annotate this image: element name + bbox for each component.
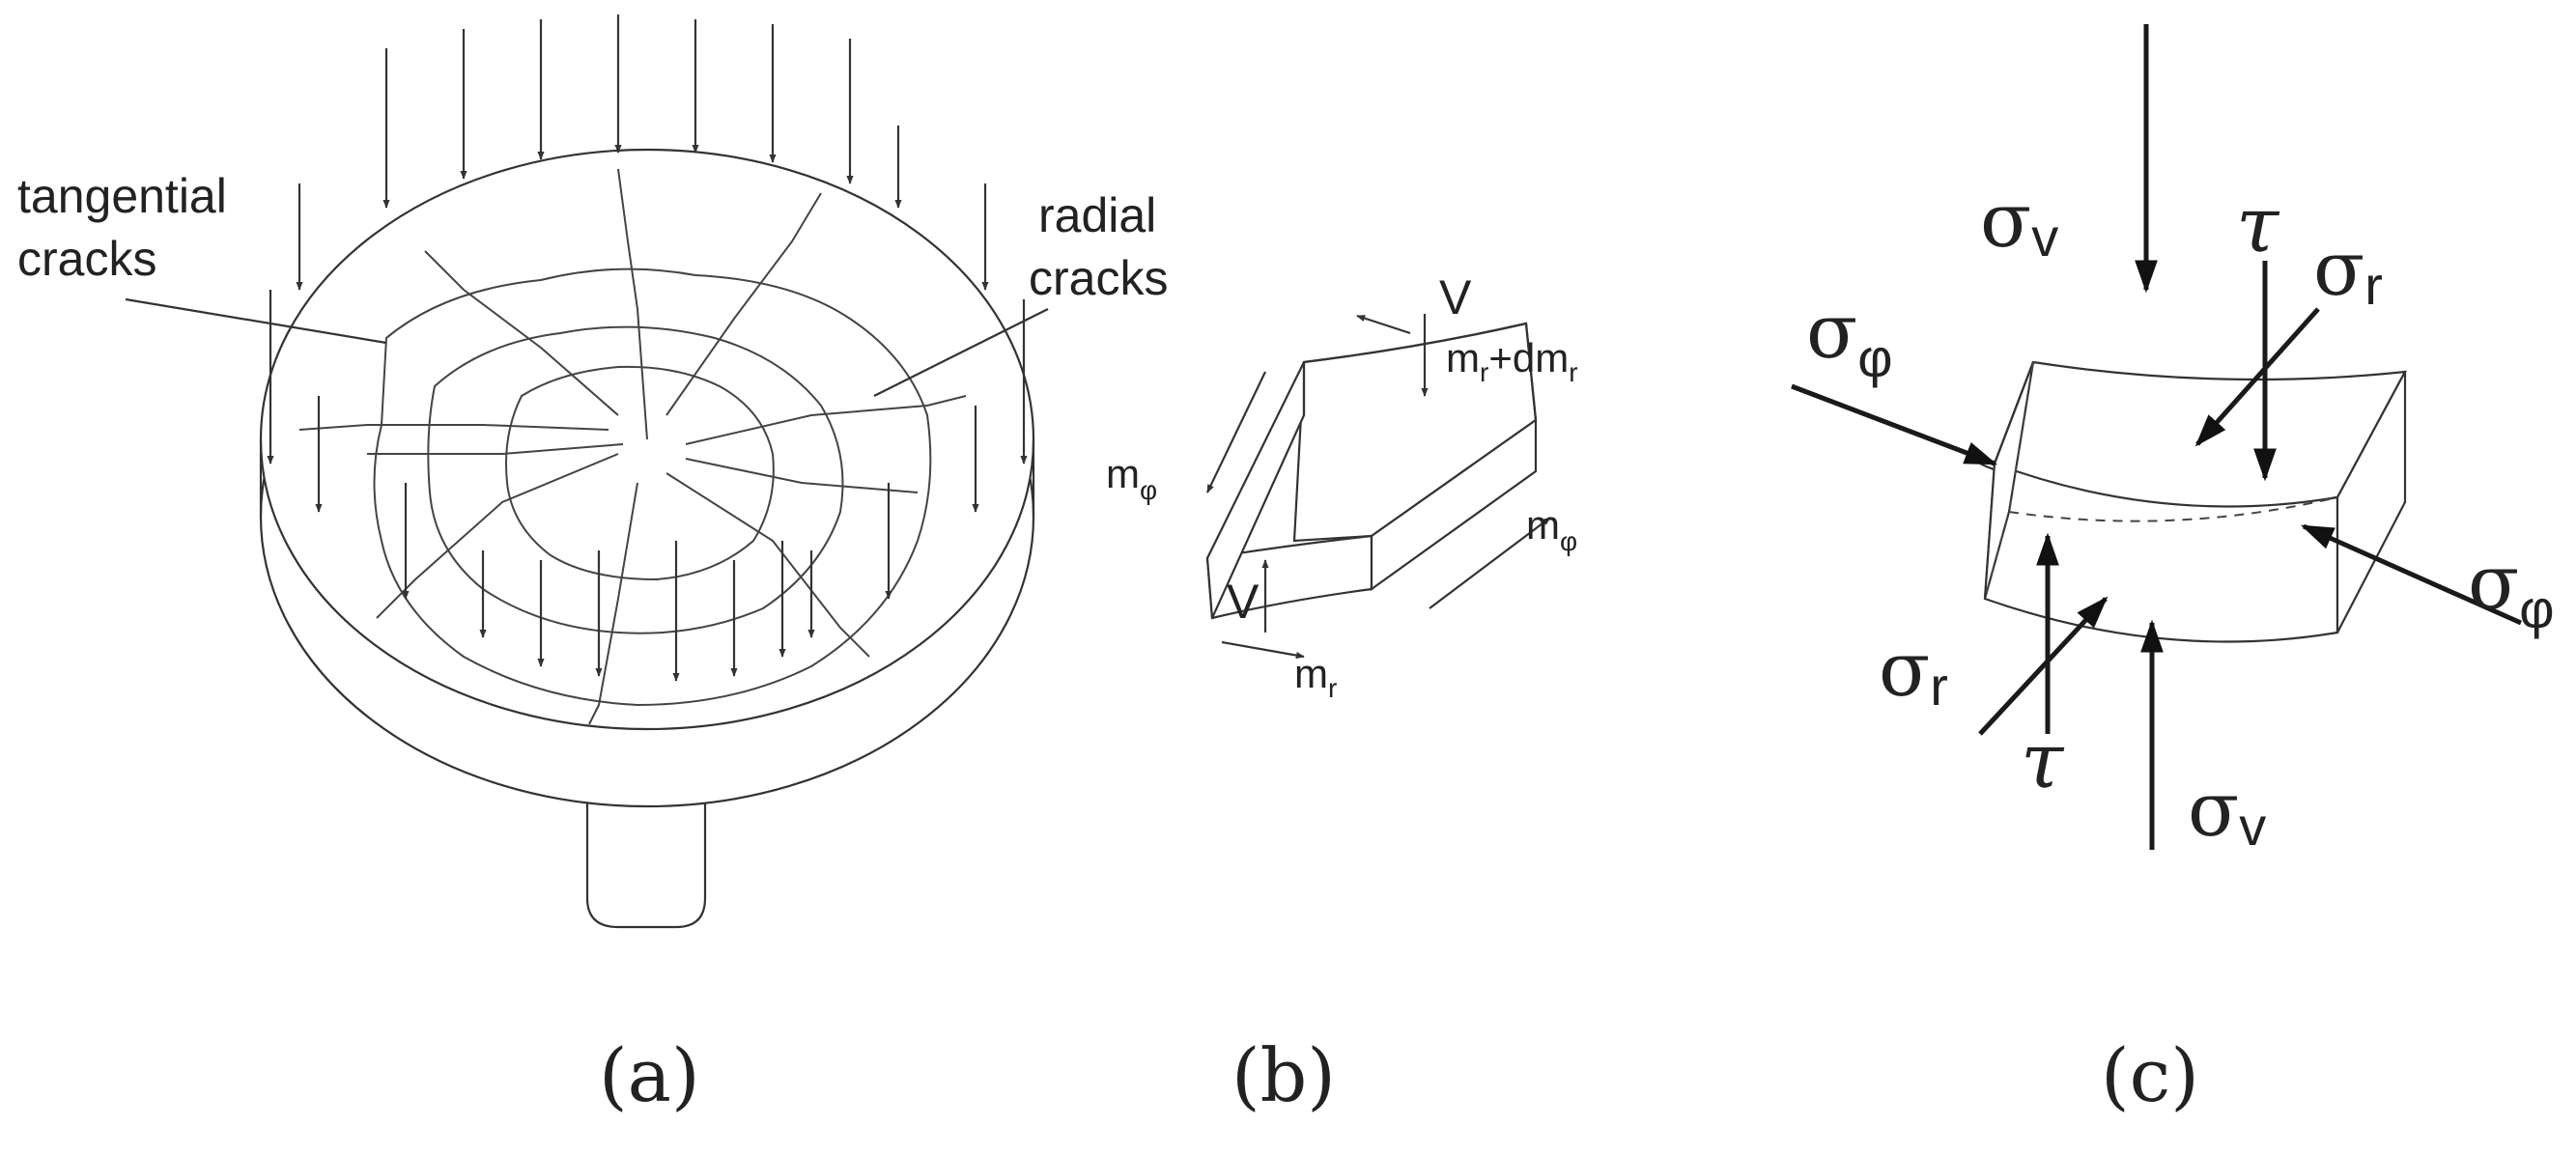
label-shear-top: V — [1439, 270, 1472, 324]
label-moment-r-bottom: mr — [1294, 651, 1337, 703]
label-sigma-r-top: σr — [2313, 226, 2383, 316]
sigma-r-top-arrow — [2194, 307, 2320, 447]
label-moment-phi-right: mφ — [1526, 502, 1577, 556]
panel-b-moment-element: V mr+dmr mφ mφ V mr (b) — [1106, 270, 1578, 1118]
stress-element-right-face — [2335, 371, 2407, 633]
distributed-load-arrows — [267, 14, 1028, 682]
label-tangential-line2: cracks — [17, 232, 156, 286]
label-moment-phi-left: mφ — [1106, 451, 1157, 505]
label-tau-top: τ — [2236, 180, 2280, 269]
panel-c-stress-element: σv τ σr σφ σφ σr τ σv (c) — [1791, 24, 2555, 1118]
moment-r-bottom-arrow — [1221, 640, 1305, 660]
moment-r-top-arrow — [1356, 314, 1411, 335]
label-radial-line2: cracks — [1029, 251, 1168, 305]
sigma-phi-left-arrow — [1791, 383, 1998, 466]
label-shear-bottom: V — [1227, 575, 1260, 629]
tangential-crack-middle — [427, 325, 844, 634]
radial-leader — [873, 308, 1049, 397]
tangential-crack-inner — [505, 365, 775, 581]
caption-c: (c) — [2101, 1032, 2199, 1118]
label-tau-bottom: τ — [2021, 716, 2065, 805]
label-moment-r-top: mr+dmr — [1446, 335, 1578, 387]
label-sigma-phi-left: σφ — [1806, 289, 1893, 388]
moment-phi-right-arrow — [1429, 517, 1551, 609]
hidden-edge — [1984, 361, 2034, 600]
element-side-face — [1370, 417, 1538, 592]
caption-b: (b) — [1231, 1032, 1336, 1118]
label-sigma-v-bottom: σv — [2188, 767, 2266, 857]
panel-a-slab-diagram: tangential cracks radial cracks (a) — [17, 14, 1168, 1118]
tangential-leader — [125, 297, 387, 345]
sigma-phi-right-arrow — [2300, 523, 2523, 626]
label-sigma-v-top: σv — [1980, 178, 2058, 267]
label-sigma-r-bottom: σr — [1879, 627, 1948, 717]
radial-cracks — [298, 168, 967, 725]
moment-phi-left-arrow — [1206, 371, 1266, 493]
caption-a: (a) — [599, 1032, 700, 1118]
sigma-r-bottom-arrow — [1978, 596, 2109, 736]
tangential-crack-outer — [373, 267, 932, 707]
label-tangential-line1: tangential — [17, 169, 227, 223]
label-sigma-phi-right: σφ — [2468, 540, 2555, 639]
label-radial-line1: radial — [1038, 188, 1156, 242]
